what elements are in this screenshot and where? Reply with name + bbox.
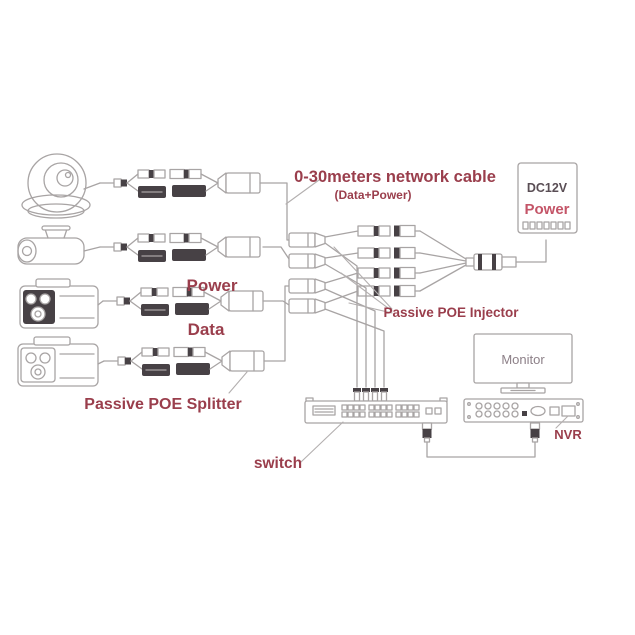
leader-injector-3 xyxy=(348,302,393,314)
poe-injector-1 xyxy=(288,232,326,248)
leader-splitter-label xyxy=(228,371,248,394)
bullet-camera-icon xyxy=(17,225,101,265)
monitor-icon xyxy=(473,333,573,394)
dome-camera-icon xyxy=(21,153,101,219)
poe-splitter-chain-4 xyxy=(103,346,265,377)
power-supply-icon xyxy=(517,162,578,234)
switch-plug-4 xyxy=(379,387,389,402)
leader-cable-label xyxy=(285,179,320,205)
poe-splitter-label: Passive POE Splitter xyxy=(84,396,241,413)
data-line-1 xyxy=(324,242,358,388)
patch-plug-switch xyxy=(421,422,433,443)
power-branch-1 xyxy=(324,230,359,238)
switch-label: switch xyxy=(254,455,302,472)
power-coupler-3 xyxy=(357,266,421,280)
nvr-label: NVR xyxy=(554,427,582,442)
network-cable-3 xyxy=(262,300,290,306)
power-wire-label: Power xyxy=(186,276,237,295)
data-line-2 xyxy=(324,263,367,388)
power-lead-1 xyxy=(419,230,467,260)
network-switch-icon xyxy=(304,397,448,424)
poe-injector-label: Passive POE Injector xyxy=(383,305,519,320)
network-cable-2 xyxy=(262,246,290,260)
poe-injector-2 xyxy=(288,253,326,269)
power-lead-2 xyxy=(419,252,467,262)
psu-power-label: Power xyxy=(524,201,569,218)
cable-sublabel: (Data+Power) xyxy=(334,188,411,202)
network-cable-4 xyxy=(263,285,290,362)
power-coupler-2 xyxy=(357,246,421,260)
cable-label: 0-30meters network cable xyxy=(294,168,496,186)
power-coupler-1 xyxy=(357,224,421,238)
poe-injector-3 xyxy=(288,278,326,294)
network-cable-1 xyxy=(259,182,290,241)
psu-wire xyxy=(515,239,547,263)
switch-plug-3 xyxy=(370,387,380,402)
power-coupler-4 xyxy=(357,284,421,298)
power-branch-4 xyxy=(324,290,359,304)
leader-injector-1 xyxy=(333,246,393,310)
leader-nvr-label xyxy=(555,415,569,429)
patch-plug-nvr xyxy=(529,422,541,443)
data-line-3 xyxy=(324,288,376,388)
poe-splitter-chain-2 xyxy=(99,232,261,263)
monitor-label: Monitor xyxy=(501,352,545,367)
dc-power-connector-icon xyxy=(465,253,517,271)
power-branch-3 xyxy=(324,272,359,284)
data-wire-label: Data xyxy=(188,320,225,339)
poe-splitter-chain-3 xyxy=(102,286,264,317)
power-lead-3 xyxy=(419,262,467,274)
leader-injector-2 xyxy=(340,272,393,312)
poe-injector-4 xyxy=(288,298,326,314)
ir-bullet-camera-icon xyxy=(17,336,105,387)
ir-bullet-camera-icon xyxy=(19,278,104,329)
poe-splitter-chain-1 xyxy=(99,168,261,199)
switch-plug-1 xyxy=(352,387,362,402)
power-lead-4 xyxy=(419,264,467,292)
patch-cable xyxy=(426,441,536,458)
leader-switch-label xyxy=(300,421,344,463)
data-line-4 xyxy=(324,308,385,388)
switch-plug-2 xyxy=(361,387,371,402)
nvr-icon xyxy=(463,398,584,423)
psu-dc12v-label: DC12V xyxy=(527,181,568,195)
